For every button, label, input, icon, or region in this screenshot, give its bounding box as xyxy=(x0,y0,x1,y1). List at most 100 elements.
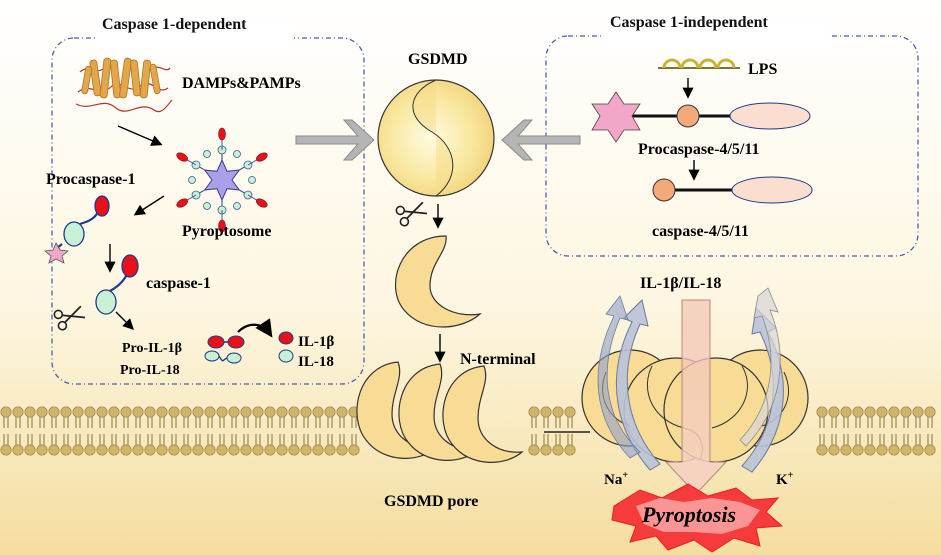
lipid-head xyxy=(180,444,192,456)
grey-arrow-left xyxy=(295,119,375,161)
gsdmd-pore-icon xyxy=(356,361,524,463)
lipid-head xyxy=(828,444,840,456)
lipid-head xyxy=(840,444,852,456)
lipid-head xyxy=(912,406,924,418)
caspase4511-icon xyxy=(652,176,813,204)
lipid-head xyxy=(36,406,48,418)
lipid-head xyxy=(120,444,132,456)
pyroptosome-card xyxy=(256,152,268,162)
lipid-head xyxy=(276,444,288,456)
lipid-head xyxy=(888,406,900,418)
scissors-icon xyxy=(395,201,428,227)
lipid-head xyxy=(324,406,336,418)
lipid-head xyxy=(552,444,564,456)
lipid-head xyxy=(132,406,144,418)
lipid-head xyxy=(912,444,924,456)
lipid-head xyxy=(168,406,180,418)
lipid-head xyxy=(312,444,324,456)
pyroptosome-node xyxy=(233,150,241,158)
lipid-head xyxy=(324,444,336,456)
lipid-head xyxy=(216,444,228,456)
caspase4511-label: caspase-4/5/11 xyxy=(652,223,749,240)
lipid-head xyxy=(828,406,840,418)
lipid-head xyxy=(924,444,936,456)
damps-pamps-label: DAMPs&PAMPs xyxy=(182,75,301,92)
lipid-head xyxy=(300,406,312,418)
lipid-head xyxy=(24,406,36,418)
na-ion-label: Na+ xyxy=(604,470,628,488)
il18-label: IL-18 xyxy=(298,354,334,370)
caspase1-independent-title: Caspase 1-independent xyxy=(610,14,768,31)
lipid-head xyxy=(144,444,156,456)
lipid-head xyxy=(36,444,48,456)
pro-il18-label: Pro-IL-18 xyxy=(120,363,180,378)
gsdmd-n-terminal-icon xyxy=(395,235,482,328)
lipid-head xyxy=(96,406,108,418)
lipid-head xyxy=(540,444,552,456)
grey-arrow-right xyxy=(501,119,581,161)
lipid-head xyxy=(540,406,552,418)
procaspase1-label: Procaspase-1 xyxy=(46,171,135,188)
lipid-head xyxy=(204,406,216,418)
gsdmd-full-length-icon xyxy=(377,79,495,197)
lipid-head xyxy=(228,406,240,418)
lipid-head xyxy=(84,444,96,456)
lipid-head xyxy=(900,444,912,456)
procaspase4511-icon xyxy=(591,91,811,143)
lipid-head xyxy=(348,444,360,456)
lipid-head xyxy=(888,444,900,456)
lipid-head xyxy=(48,444,60,456)
lipid-head xyxy=(864,406,876,418)
lipid-head xyxy=(0,406,12,418)
lipid-head xyxy=(120,406,132,418)
lipid-head xyxy=(288,406,300,418)
ion-flux-arrows xyxy=(597,287,784,473)
lipid-head xyxy=(48,406,60,418)
pyroptosis-burst-icon xyxy=(611,483,784,553)
lipid-head xyxy=(60,444,72,456)
lipid-head xyxy=(336,444,348,456)
lipid-head xyxy=(60,406,72,418)
caspase1-label: caspase-1 xyxy=(146,275,211,292)
lipid-head xyxy=(108,406,120,418)
caspase1-icon xyxy=(95,254,139,315)
lipid-head xyxy=(252,406,264,418)
gsdmd-pore-label: GSDMD pore xyxy=(384,493,478,510)
lipid-head xyxy=(312,406,324,418)
lipid-head xyxy=(564,444,576,456)
lipid-head xyxy=(564,406,576,418)
n-terminal-label: N-terminal xyxy=(460,351,536,368)
central-release-arrow xyxy=(664,299,728,495)
lipid-head xyxy=(924,406,936,418)
pyroptosome-node xyxy=(203,202,211,210)
lipid-head xyxy=(192,444,204,456)
lipid-head xyxy=(852,406,864,418)
pyroptosome-node xyxy=(233,202,241,210)
il1b-label: IL-1β xyxy=(298,334,334,350)
lipid-head xyxy=(528,444,540,456)
lipid-head xyxy=(288,444,300,456)
scissors-icon xyxy=(53,305,86,331)
lipid-head xyxy=(72,406,84,418)
lipid-head xyxy=(876,444,888,456)
lipid-head xyxy=(840,406,852,418)
lipid-bilayer xyxy=(0,406,936,456)
mature-interleukin-icon xyxy=(278,331,294,363)
pro-interleukin-icon xyxy=(204,335,245,364)
gsdmd-label: GSDMD xyxy=(408,51,468,68)
lipid-head xyxy=(264,444,276,456)
pyroptosome-card xyxy=(176,152,188,162)
pyroptosis-label: Pyroptosis xyxy=(641,502,736,527)
lipid-head xyxy=(168,444,180,456)
lipid-head xyxy=(0,444,12,456)
lipid-head xyxy=(24,444,36,456)
lipid-head xyxy=(816,406,828,418)
caspase1-dependent-title: Caspase 1-dependent xyxy=(102,16,247,33)
pyroptosome-node xyxy=(203,150,211,158)
lipid-head xyxy=(816,444,828,456)
pyroptosome-label: Pyroptosome xyxy=(182,223,271,240)
lipid-head xyxy=(156,406,168,418)
pro-il1b-label: Pro-IL-1β xyxy=(122,341,182,356)
lipid-head xyxy=(192,406,204,418)
